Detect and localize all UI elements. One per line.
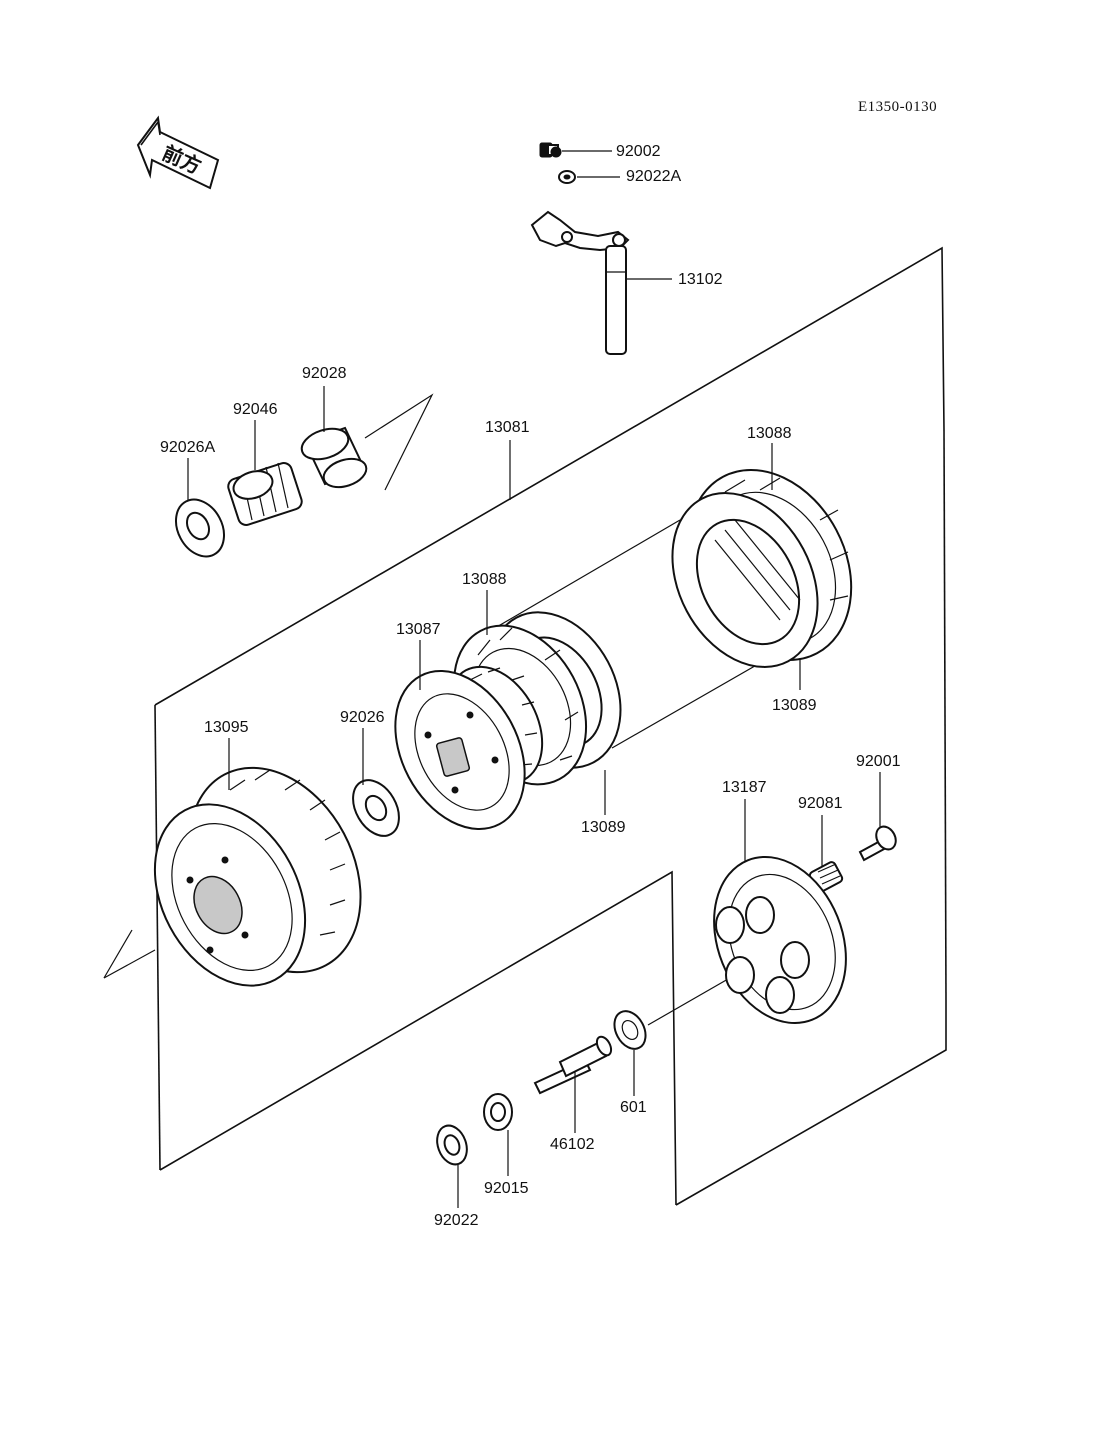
callout-46102: 46102: [550, 1136, 595, 1153]
callout-92046: 92046: [233, 401, 278, 418]
callout-92001: 92001: [856, 753, 901, 770]
push-rod-46102: [533, 1035, 613, 1095]
release-shaft-13102: [530, 210, 630, 355]
washer-92026A: [175, 498, 225, 558]
callout-92081: 92081: [798, 795, 843, 812]
callout-13088-right: 13088: [747, 425, 792, 442]
clutch-housing-13095: [153, 766, 362, 987]
callout-13087: 13087: [396, 621, 441, 638]
callout-13102: 13102: [678, 271, 723, 288]
washer-92026: [352, 779, 400, 837]
pressure-plate-13187: [713, 855, 847, 1025]
callout-92022A: 92022A: [626, 168, 681, 185]
washer-92022: [436, 1124, 468, 1166]
callout-92026: 92026: [340, 709, 385, 726]
collar-92028: [300, 426, 368, 489]
callout-13081: 13081: [485, 419, 530, 436]
nut-92015: [483, 1093, 513, 1131]
bolt-92002: [539, 142, 562, 158]
callout-labels: 92002 92022A 13102 92028 92046 92026A 13…: [160, 143, 901, 1229]
callout-92015: 92015: [484, 1180, 529, 1197]
needle-bearing-92046: [227, 462, 303, 526]
bolt-92001: [858, 825, 897, 862]
callout-13089-middle: 13089: [581, 819, 626, 836]
drawing-code: E1350-0130: [858, 99, 937, 115]
callout-92028: 92028: [302, 365, 347, 382]
washer-92022A: [558, 170, 576, 184]
clutch-hub-13087: [394, 665, 544, 831]
callout-13089-right: 13089: [772, 697, 817, 714]
assembly-outline: [103, 246, 947, 1206]
callout-92026A: 92026A: [160, 439, 215, 456]
callout-13095: 13095: [204, 719, 249, 736]
ball-bearing-601: [613, 1010, 647, 1050]
callout-13088-middle: 13088: [462, 571, 507, 588]
front-direction-arrow-icon: 前方: [136, 115, 220, 190]
clutch-plate-13089-right: [671, 492, 819, 668]
callout-601: 601: [620, 1099, 647, 1116]
callout-92022: 92022: [434, 1212, 479, 1229]
leader-lines: [187, 150, 881, 1208]
callout-92002: 92002: [616, 143, 661, 160]
callout-13187: 13187: [722, 779, 767, 796]
